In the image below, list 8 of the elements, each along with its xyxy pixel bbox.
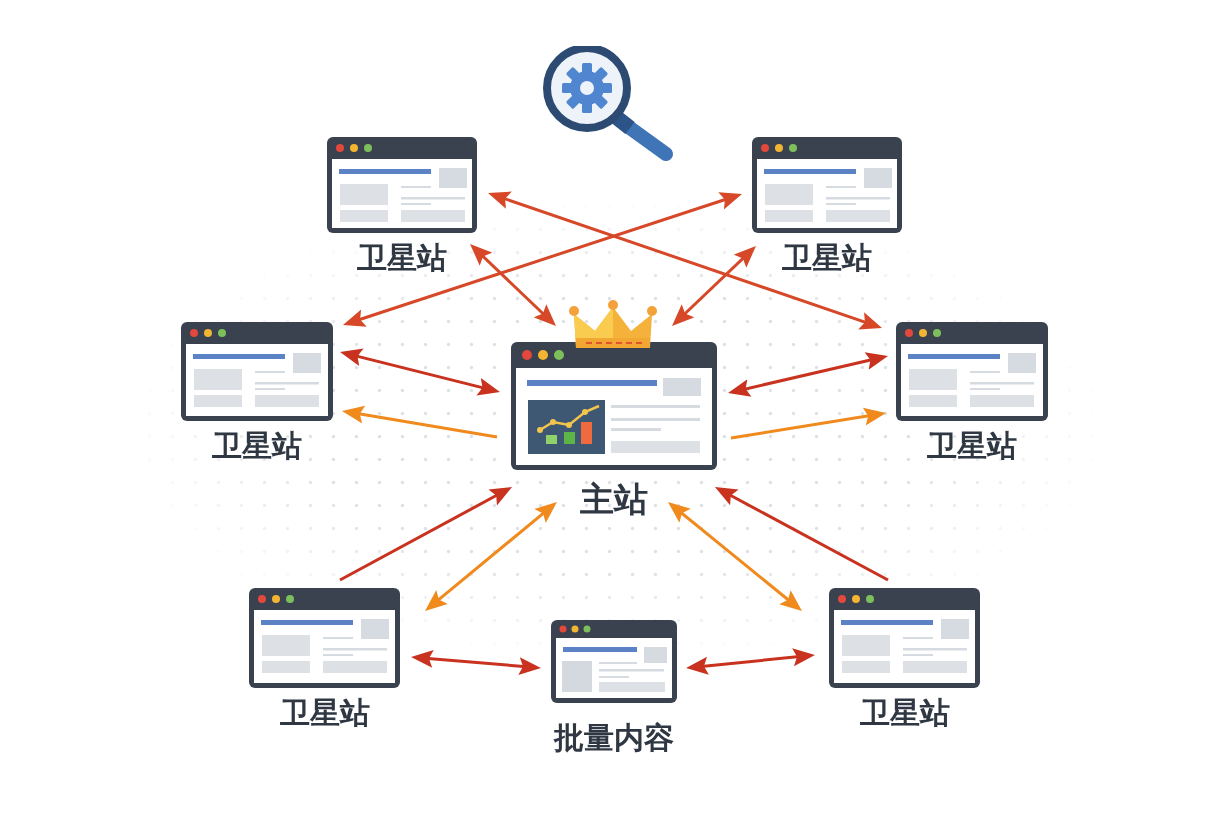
node-label: 卫星站 xyxy=(279,696,370,731)
node-label: 批量内容 xyxy=(554,721,674,756)
node-label: 卫星站 xyxy=(859,696,950,731)
node-label: 卫星站 xyxy=(212,429,302,464)
node-label: 卫星站 xyxy=(782,241,872,276)
node-label: 主站 xyxy=(580,480,648,520)
node-label: 卫星站 xyxy=(927,429,1017,464)
node-label: 卫星站 xyxy=(357,241,447,276)
